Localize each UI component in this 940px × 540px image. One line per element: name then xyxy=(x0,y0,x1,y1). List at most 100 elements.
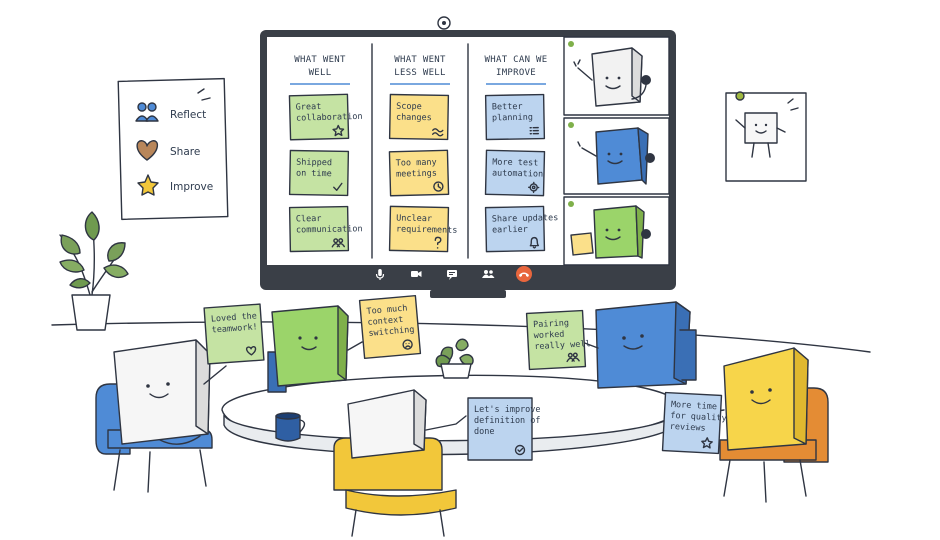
participant-white xyxy=(573,47,651,107)
retro-board: WHAT WENT WELL GreatcollaborationShippedon… xyxy=(288,55,559,253)
note-text: requirements xyxy=(396,224,458,235)
note-text: teamwork! xyxy=(211,322,258,335)
note-text: automation xyxy=(492,168,543,179)
note-text: really well xyxy=(534,339,591,352)
note-text: Too many xyxy=(396,158,437,169)
note-text: Pairing xyxy=(533,318,569,330)
note-text: Share updates xyxy=(492,213,559,224)
note-text: done xyxy=(474,427,494,437)
note-text: changes xyxy=(396,113,432,124)
participant-right-yellow xyxy=(709,347,829,503)
heart-icon xyxy=(245,345,257,356)
note-text: worked xyxy=(534,330,565,342)
check-icon xyxy=(333,182,343,191)
star-icon xyxy=(701,437,713,449)
video-tiles xyxy=(563,36,670,266)
note-text: More test xyxy=(492,157,538,168)
column-heading: WHAT CAN WE xyxy=(485,55,548,65)
people-icon xyxy=(135,102,159,122)
gear-icon xyxy=(527,181,540,194)
question-icon xyxy=(434,236,442,249)
participant-front-white xyxy=(333,389,467,537)
star-icon xyxy=(137,174,159,196)
wave-icon xyxy=(432,128,444,137)
headset-icon xyxy=(641,75,651,85)
board-column-1: WHAT WENT WELL GreatcollaborationShippedon… xyxy=(288,55,363,253)
note-text: communication xyxy=(296,224,363,235)
note-text: reviews xyxy=(670,422,706,434)
note-text: switching xyxy=(368,325,415,339)
note-text: on time xyxy=(296,169,332,180)
note-text: meetings xyxy=(396,169,437,180)
note-text: Scope xyxy=(396,102,422,112)
people-icon xyxy=(566,352,580,363)
legend-label-reflect: Reflect xyxy=(170,109,206,121)
participant-left-white xyxy=(95,339,227,493)
bell-icon xyxy=(529,236,540,249)
column-heading: WHAT WENT xyxy=(394,55,446,65)
end-call-icon[interactable] xyxy=(516,266,532,282)
column-heading: LESS WELL xyxy=(394,68,445,78)
participants-icon[interactable] xyxy=(482,270,495,278)
legend-label-improve: Improve xyxy=(170,181,213,193)
call-controls xyxy=(375,266,532,282)
active-indicator xyxy=(568,41,574,47)
note-text: Great xyxy=(296,102,322,113)
participant-back-green xyxy=(267,305,363,393)
note-text: definition of xyxy=(474,416,541,426)
legend-panel: Reflect Share Improve xyxy=(117,77,229,221)
note-text: earlier xyxy=(492,225,528,236)
column-heading: IMPROVE xyxy=(496,68,536,78)
participant-blue xyxy=(577,127,655,185)
participant-green xyxy=(570,205,651,259)
star-icon xyxy=(332,124,345,137)
camera-icon[interactable] xyxy=(411,271,422,277)
legend-label-share: Share xyxy=(170,146,200,158)
note-text: Too much xyxy=(366,303,408,317)
note-text: Loved the xyxy=(211,311,258,324)
chat-icon[interactable] xyxy=(447,270,457,280)
note-text: Unclear xyxy=(396,214,432,225)
note-text: Better xyxy=(492,102,523,113)
table-plant xyxy=(435,338,474,379)
floor-line xyxy=(51,321,871,353)
note-text: collaboration xyxy=(296,112,363,124)
note-text: context xyxy=(367,315,404,328)
participant-back-blue xyxy=(581,301,697,389)
mic-icon[interactable] xyxy=(375,269,385,280)
list-icon xyxy=(529,126,539,135)
note-text: planning xyxy=(492,113,533,124)
check-circle-icon xyxy=(514,444,526,456)
people-icon xyxy=(331,238,346,248)
note-text: Shipped xyxy=(296,158,332,169)
heart-icon xyxy=(136,140,159,161)
clock-icon xyxy=(433,181,444,192)
potted-plant xyxy=(59,211,129,331)
column-heading: WELL xyxy=(309,68,332,78)
column-heading: WHAT WENT xyxy=(294,55,346,65)
note-text: Let's improve xyxy=(474,405,541,415)
note-text: Clear xyxy=(296,214,322,224)
sad-face-icon xyxy=(402,339,413,350)
wall-picture xyxy=(725,91,807,182)
note-text: More time xyxy=(671,400,718,412)
coffee-mug xyxy=(275,412,306,442)
